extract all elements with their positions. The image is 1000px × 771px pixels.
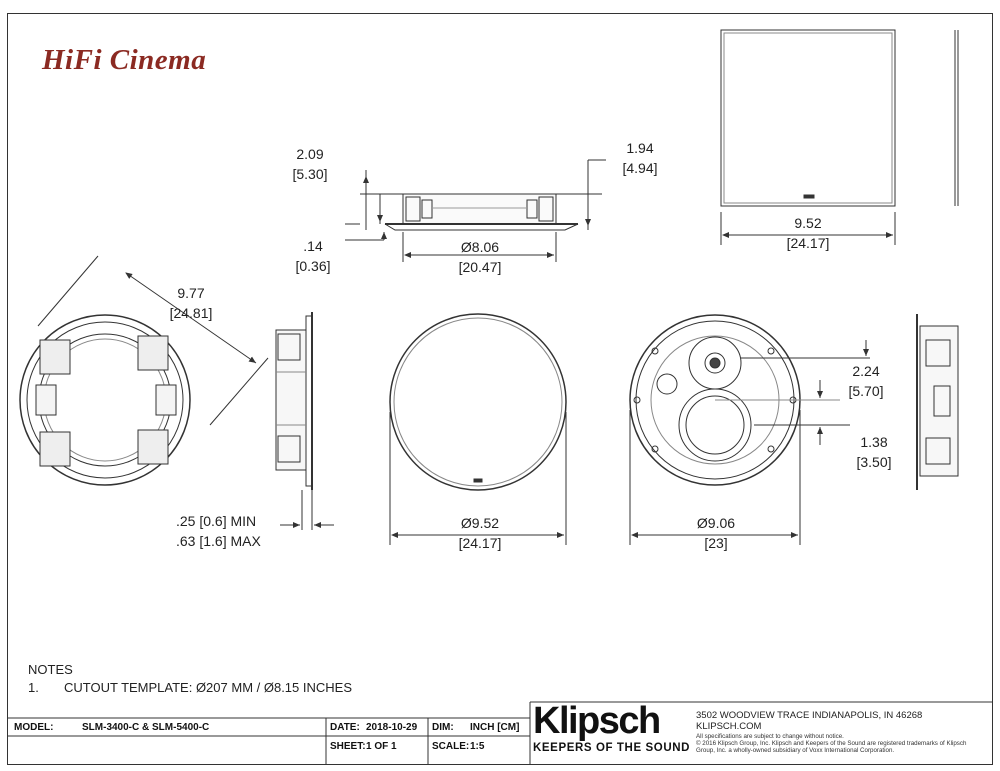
dim-flange: .14[0.36] bbox=[295, 238, 331, 274]
title-block-lines bbox=[7, 701, 993, 765]
dim-wall-thickness: .25 [0.6] MIN.63 [1.6] MAX bbox=[176, 513, 261, 549]
date-label: DATE: bbox=[330, 722, 360, 733]
side-view-top bbox=[345, 159, 606, 262]
sheet-label: SHEET: bbox=[330, 741, 366, 752]
dim-tweeter-offset: 2.24[5.70] bbox=[848, 363, 884, 399]
note-item: 1. CUTOUT TEMPLATE: Ø207 MM / Ø8.15 INCH… bbox=[28, 679, 352, 697]
address-line: 3502 WOODVIEW TRACE INDIANAPOLIS, IN 462… bbox=[696, 710, 923, 721]
bracket-view bbox=[19, 255, 269, 486]
company-address: 3502 WOODVIEW TRACE INDIANAPOLIS, IN 462… bbox=[696, 710, 922, 732]
dim-body-diameter: Ø8.06[20.47] bbox=[458, 239, 502, 275]
klipsch-logo: Klipsch bbox=[533, 700, 661, 742]
website: KLIPSCH.COM bbox=[696, 721, 762, 732]
disclaimer-line-1: All specifications are subject to change… bbox=[696, 733, 844, 740]
round-grille-view bbox=[389, 313, 567, 545]
dim-depth-total: 2.09[5.30] bbox=[292, 146, 328, 182]
sheet-value: 1 OF 1 bbox=[366, 741, 397, 752]
dim-depth-front: 1.94[4.94] bbox=[622, 140, 658, 176]
note-text: CUTOUT TEMPLATE: Ø207 MM / Ø8.15 INCHES bbox=[64, 680, 352, 695]
dim-unit-value: INCH [CM] bbox=[470, 722, 520, 733]
date-value: 2018-10-29 bbox=[366, 722, 418, 733]
disclaimer-line-2: © 2016 Klipsch Group, Inc. Klipsch and K… bbox=[696, 740, 967, 755]
dim-baffle-diameter: Ø9.06[23] bbox=[696, 515, 736, 551]
dim-grille-diameter: Ø9.52[24.17] bbox=[458, 515, 502, 551]
scale-value: 1:5 bbox=[470, 741, 485, 752]
logo-tagline: KEEPERS OF THE SOUND bbox=[533, 742, 691, 754]
notes-section: NOTES 1. CUTOUT TEMPLATE: Ø207 MM / Ø8.1… bbox=[28, 661, 352, 697]
scale-label: SCALE: bbox=[432, 741, 470, 752]
model-value: SLM-3400-C & SLM-5400-C bbox=[82, 722, 210, 733]
model-label: MODEL: bbox=[14, 722, 54, 733]
dim-woofer-offset: 1.38[3.50] bbox=[856, 434, 892, 470]
notes-title: NOTES bbox=[28, 662, 73, 677]
dim-unit-label: DIM: bbox=[432, 722, 454, 733]
dim-overall: 9.77[24.81] bbox=[169, 285, 213, 321]
dim-square-width: 9.52[24.17] bbox=[786, 215, 830, 251]
disclaimer: All specifications are subject to change… bbox=[696, 733, 986, 755]
drawing-border bbox=[7, 13, 993, 765]
note-number: 1. bbox=[28, 680, 39, 695]
square-grille-view bbox=[720, 29, 959, 245]
brand-title: HiFi Cinema bbox=[42, 44, 207, 76]
baffle-view bbox=[629, 314, 870, 545]
side-profile-view bbox=[275, 312, 334, 530]
edge-profile-view bbox=[916, 314, 959, 490]
